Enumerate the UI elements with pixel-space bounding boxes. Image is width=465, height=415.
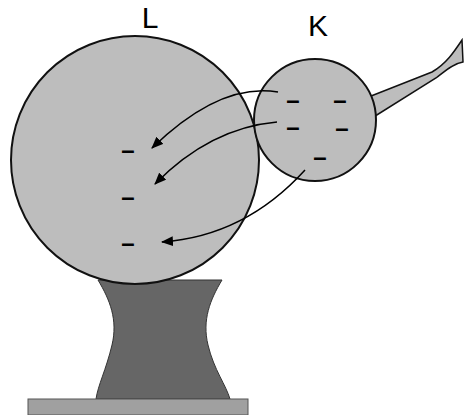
- charge-sign: –: [333, 88, 346, 112]
- sphere-label: K: [308, 11, 328, 41]
- sphere-label: L: [142, 3, 159, 33]
- large-sphere: L: [10, 35, 260, 285]
- insulating-handle: [366, 40, 463, 118]
- base-plate: [28, 399, 248, 415]
- insulating-stand: [96, 280, 230, 399]
- charge-sign: –: [286, 88, 299, 112]
- sphere-outline: [10, 35, 260, 285]
- charge-sign: –: [121, 231, 134, 255]
- charge-sign: –: [313, 145, 326, 169]
- charge-sign: –: [335, 116, 348, 140]
- charge-sign: –: [121, 185, 134, 209]
- charge-sign: –: [286, 115, 299, 139]
- charge-sign: –: [121, 138, 134, 162]
